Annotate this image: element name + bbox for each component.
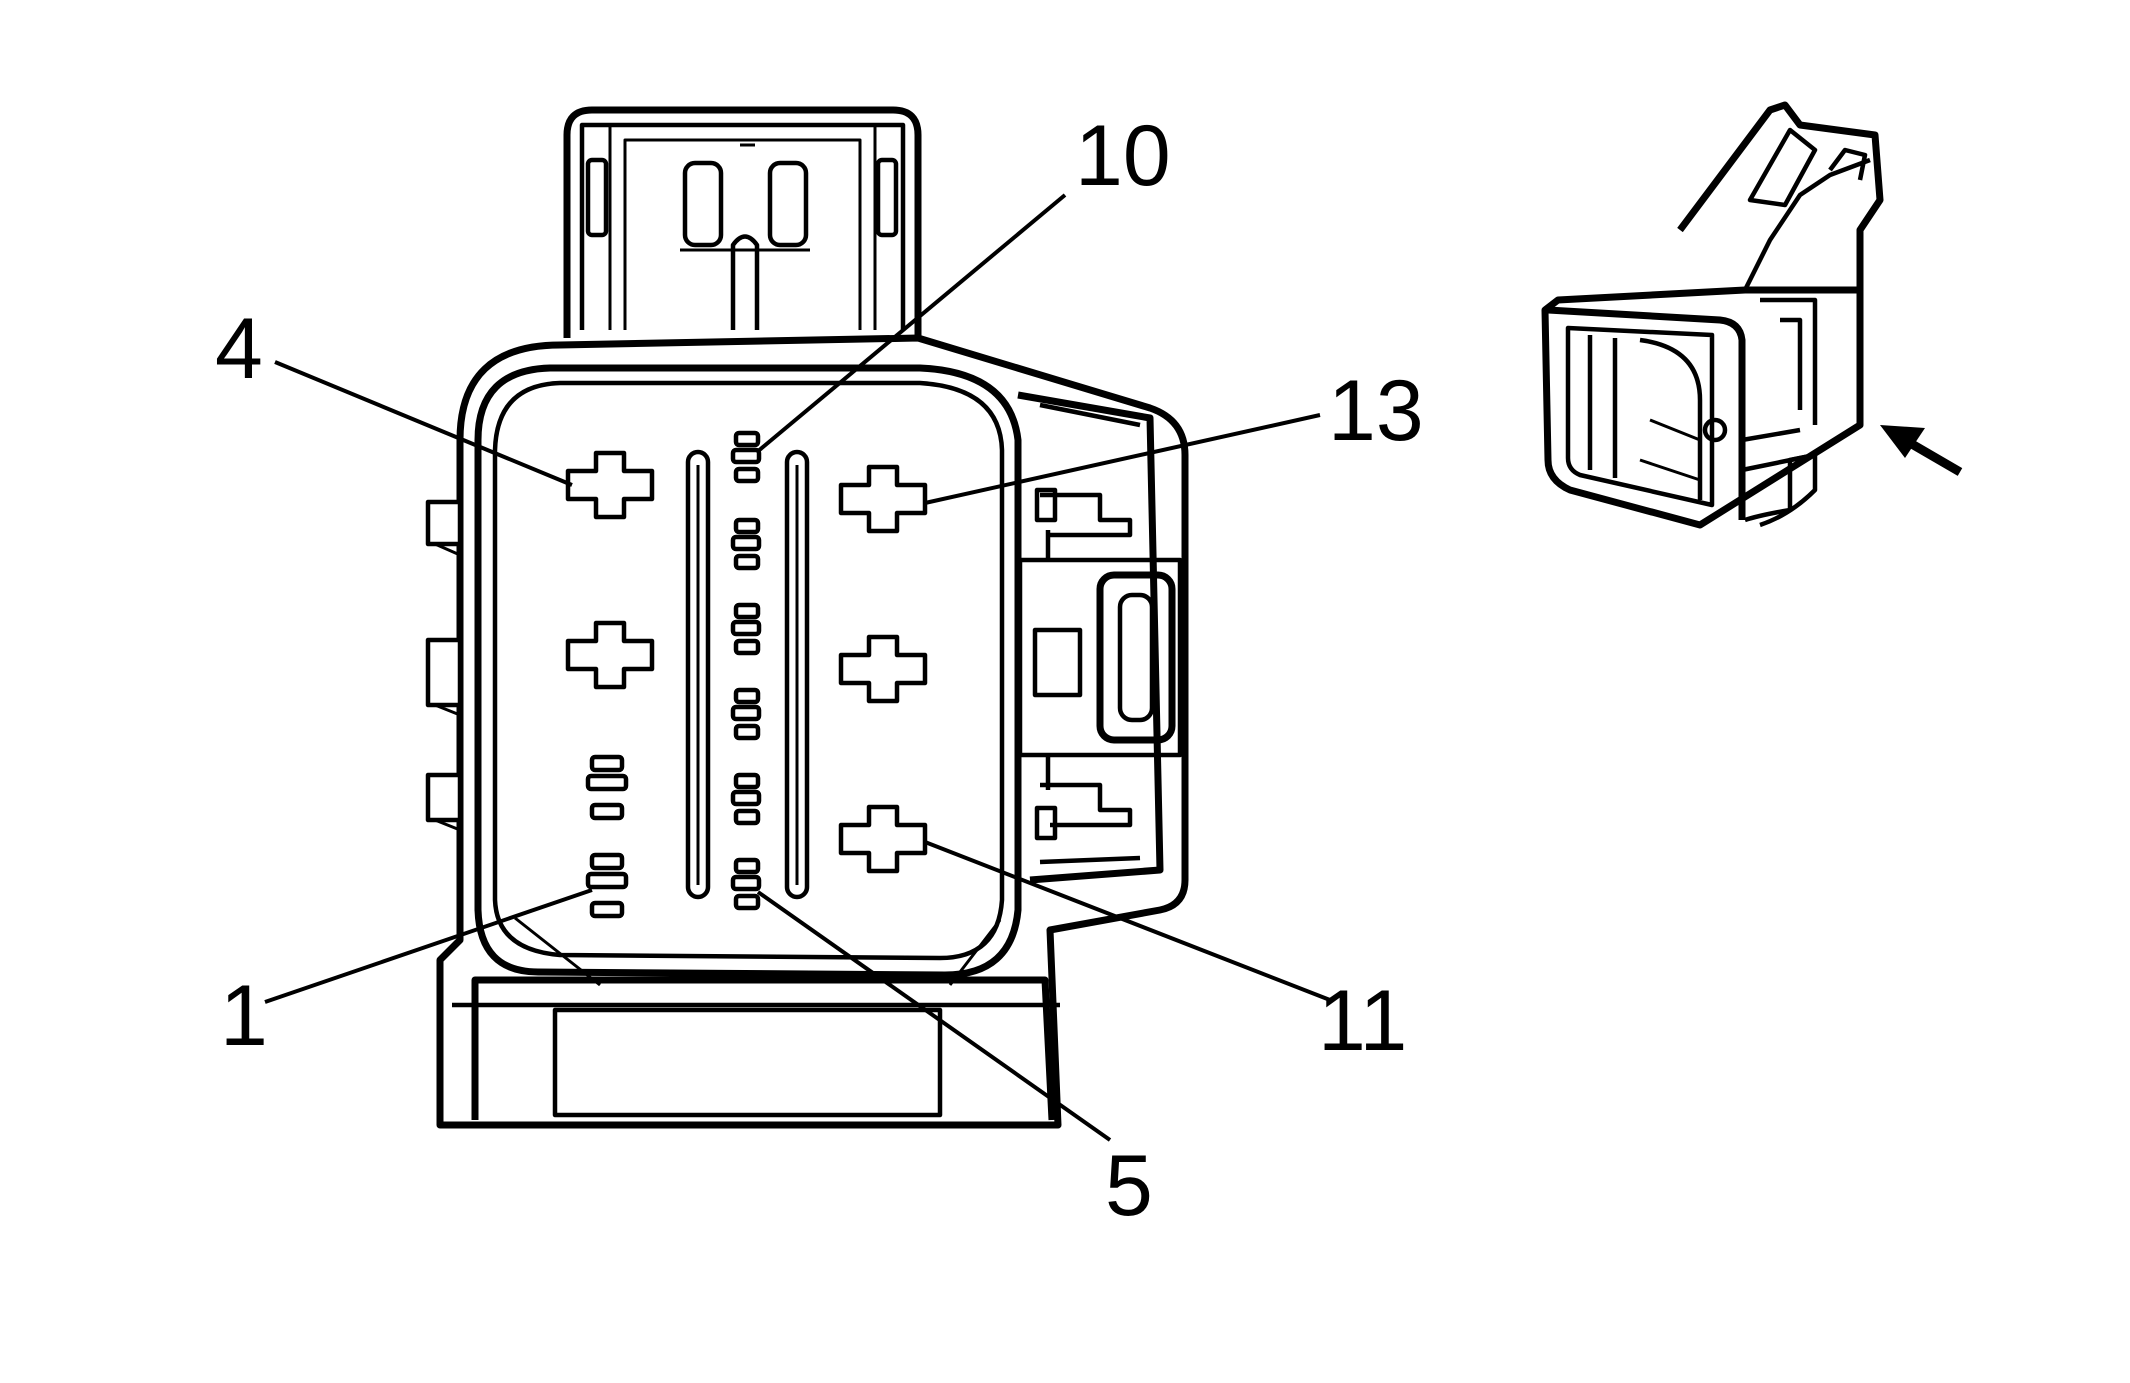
top-latch [563,106,922,338]
power-terminal-cavities [565,450,928,874]
side-latch [1017,391,1183,884]
pin-label-11: 11 [1318,973,1407,1069]
pin-label-5: 5 [1105,1138,1153,1234]
isometric-connector-view [1541,101,1884,529]
pin-label-1: 1 [220,968,268,1064]
connector-body [425,334,1189,1129]
leader-lines [264,193,1331,1142]
pin-label-10: 10 [1075,108,1171,204]
pin-labels: 4 10 13 1 11 5 [215,108,1424,1234]
signal-cavities [585,430,762,919]
cavity-dividers [685,449,810,900]
pin-label-4: 4 [215,301,263,397]
pin-label-13: 13 [1328,363,1424,459]
arrow-icon [1880,425,1963,476]
connector-face-view: 4 10 13 1 11 5 [215,106,1424,1234]
